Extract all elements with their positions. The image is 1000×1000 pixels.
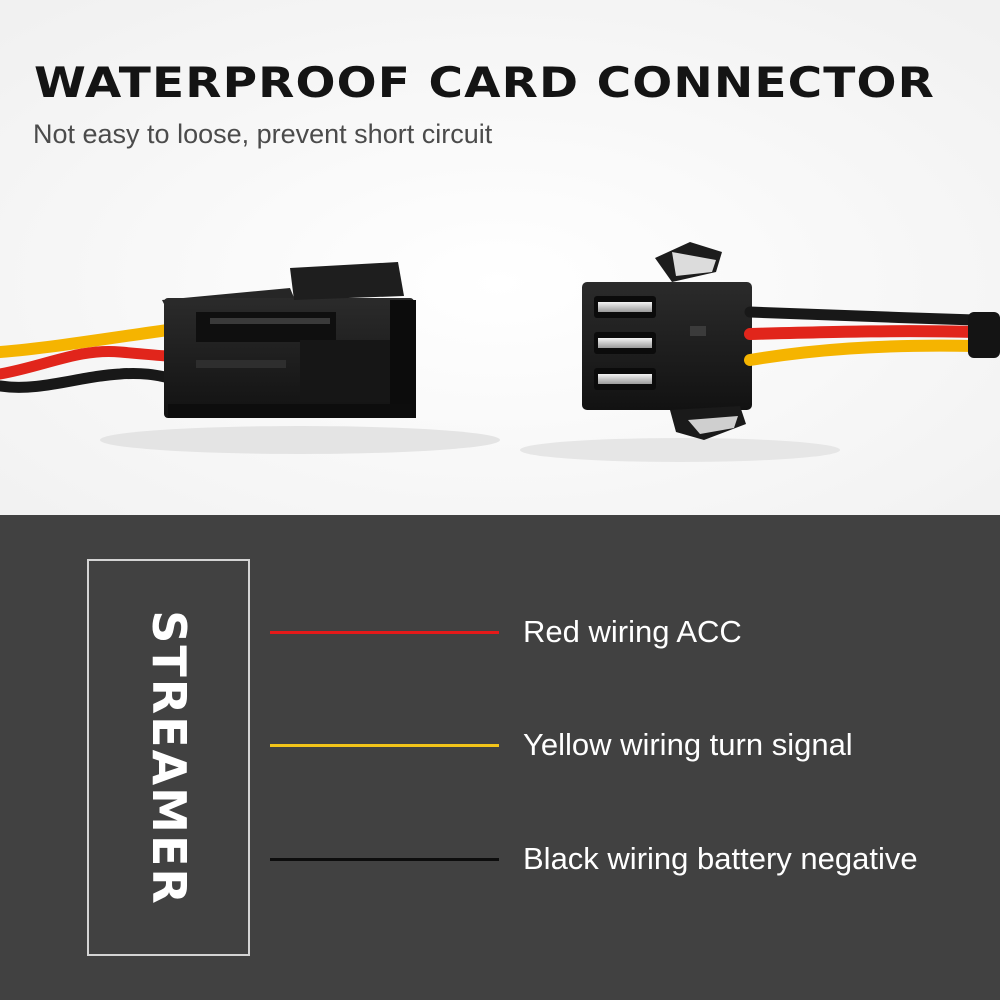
wiring-legend: STREAMER Red wiring ACC Yellow wiring tu… [0, 515, 1000, 1000]
red-wire-right [744, 325, 981, 340]
page-subtitle: Not easy to loose, prevent short circuit [33, 119, 493, 149]
brand-label: STREAMER [141, 609, 196, 906]
wiring-row-red: Red wiring ACC [270, 607, 990, 657]
black-wire-right [744, 306, 981, 326]
black-wire-label: Black wiring battery negative [523, 841, 918, 876]
connector-illustration [0, 0, 1000, 515]
heat-shrink-sleeve [968, 312, 1000, 358]
left-wires [0, 324, 176, 393]
page-title: WATERPROOF CARD CONNECTOR [34, 58, 935, 107]
yellow-wire-line [270, 744, 499, 747]
yellow-wire-right [744, 339, 981, 366]
yellow-wire-label: Yellow wiring turn signal [523, 727, 853, 762]
red-wire-line [270, 631, 499, 634]
red-wire-label: Red wiring ACC [523, 614, 742, 649]
black-wire-left [0, 368, 176, 393]
shadow-right [520, 438, 840, 462]
red-wire-left [0, 345, 176, 380]
connector-photo: WATERPROOF CARD CONNECTOR Not easy to lo… [0, 0, 1000, 515]
yellow-wire-left [0, 324, 174, 358]
wiring-row-black: Black wiring battery negative [270, 834, 990, 884]
right-wires [744, 306, 1000, 366]
shadow-left [100, 426, 500, 454]
male-connector [162, 262, 416, 418]
female-connector [582, 242, 752, 440]
photo-background [0, 0, 1000, 515]
wiring-row-yellow: Yellow wiring turn signal [270, 720, 990, 770]
black-wire-line [270, 858, 499, 861]
brand-box: STREAMER [87, 559, 250, 956]
